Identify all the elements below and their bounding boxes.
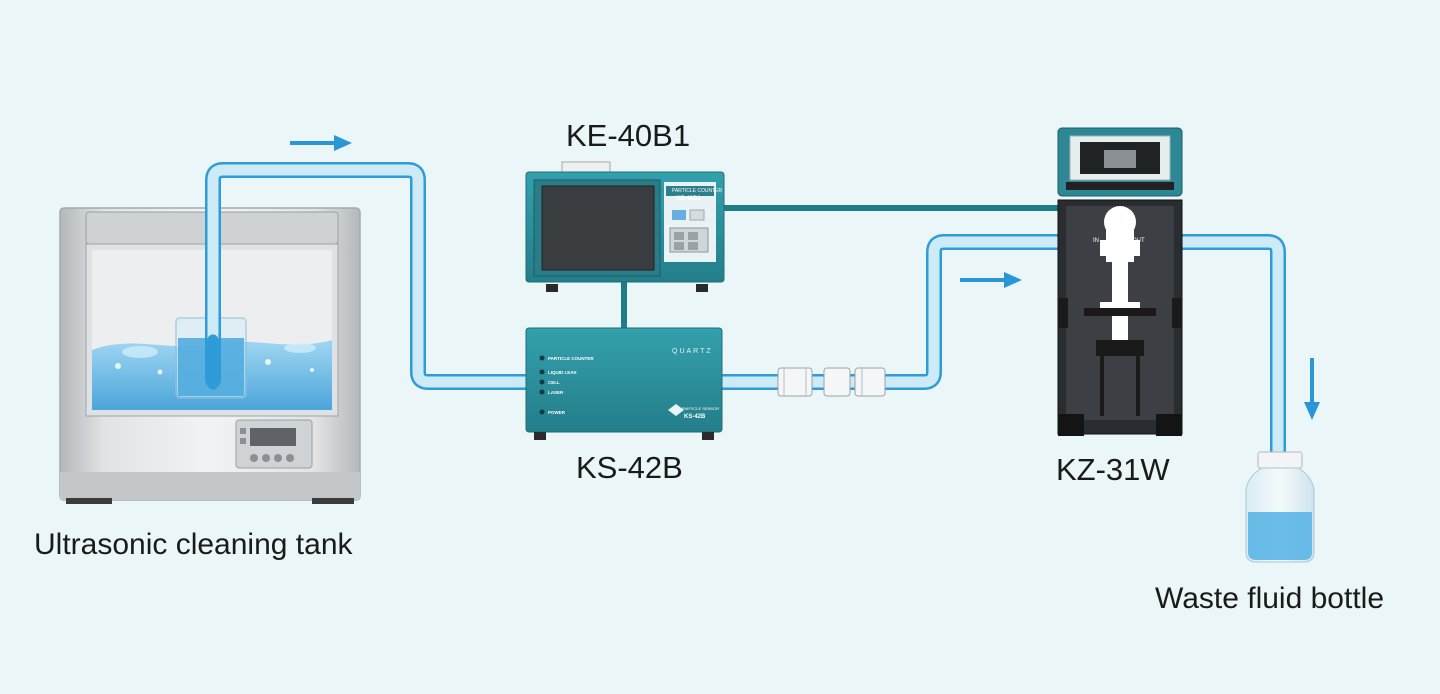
tube-fittings [777,367,886,397]
ks-line-5: POWER [548,410,566,415]
ks-42b-unit [525,327,723,440]
ke-model-badge: KE-40B1 [676,196,701,202]
tubing-kz-to-bottle [1172,234,1286,548]
signal-cables [621,205,1058,330]
ke-40b1-unit [525,161,725,292]
flow-arrow-icon [1304,358,1320,420]
tubing-ks-to-kz [714,234,1066,390]
ks-line-3: CELL [548,380,560,385]
ultrasonic-tank-label: Ultrasonic cleaning tank [34,528,353,561]
waste-fluid-bottle [1245,451,1315,563]
ks-line-2: LIQUID LEAK [548,370,577,375]
tubing-tank-to-ks [205,162,538,390]
kz-in-label: IN [1093,238,1099,244]
ks-brand: QUARTZ [672,348,713,355]
ks-42b-label: KS-42B [576,450,683,485]
flow-arrow-icon [960,272,1022,288]
waste-bottle-label: Waste fluid bottle [1155,582,1384,615]
kz-out-label: OUT [1132,238,1145,244]
ks-line-4: LASER [548,390,564,395]
kz-31w-unit [1057,127,1183,436]
ke-40b1-label: KE-40B1 [566,118,691,153]
kz-31w-label: KZ-31W [1056,452,1170,487]
flow-arrow-icon [290,135,352,151]
ks-line-1: PARTICLE COUNTER [548,356,594,361]
ke-sub-badge: PARTICLE COUNTER [672,188,722,194]
ks-sub-badge: PARTICLE SENSOR [682,406,719,411]
ks-model-badge: KS-42B [684,414,706,420]
